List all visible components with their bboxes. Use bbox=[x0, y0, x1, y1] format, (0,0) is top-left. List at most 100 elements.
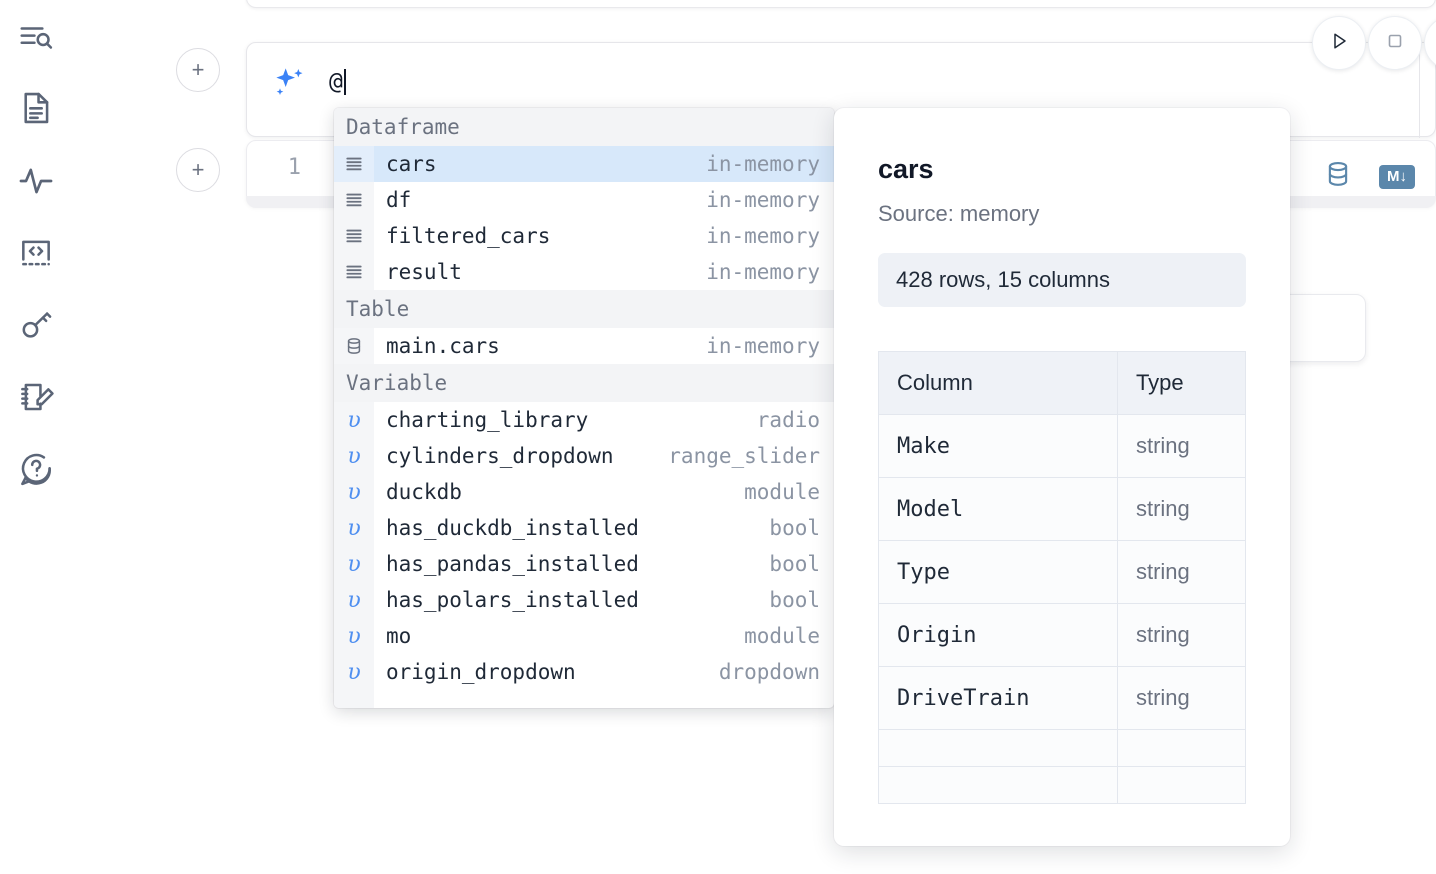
variable-icon: υ bbox=[334, 546, 374, 582]
dataframe-icon bbox=[334, 146, 374, 182]
schema-column-type: string bbox=[1117, 667, 1245, 730]
schema-column-name: Make bbox=[879, 415, 1118, 478]
sidebar-item-scratchpad[interactable] bbox=[12, 373, 60, 421]
autocomplete-item-name: duckdb bbox=[374, 480, 462, 504]
sidebar-item-files[interactable] bbox=[12, 84, 60, 132]
run-button[interactable] bbox=[1312, 16, 1366, 70]
dataframe-icon bbox=[334, 218, 374, 254]
variable-icon: υ bbox=[334, 582, 374, 618]
table-row: Makestring bbox=[879, 415, 1246, 478]
text-caret bbox=[344, 69, 346, 95]
autocomplete-item-meta: in-memory bbox=[706, 152, 820, 176]
preview-title: cars bbox=[878, 154, 1246, 185]
autocomplete-item[interactable]: υhas_duckdb_installedbool bbox=[334, 510, 834, 546]
autocomplete-item-name: has_pandas_installed bbox=[374, 552, 639, 576]
sidebar-item-snippets[interactable] bbox=[12, 229, 60, 277]
sidebar-item-help[interactable] bbox=[12, 445, 60, 493]
table-row: DriveTrainstring bbox=[879, 667, 1246, 730]
autocomplete-item[interactable]: υmo module bbox=[334, 618, 834, 654]
autocomplete-item-name: main.cars bbox=[374, 334, 500, 358]
autocomplete-item-name: mo bbox=[374, 624, 411, 648]
autocomplete-item-meta: dropdown bbox=[719, 660, 820, 684]
preview-source: Source: memory bbox=[878, 201, 1246, 227]
schema-column-name: DriveTrain bbox=[879, 667, 1118, 730]
autocomplete-group-header: Dataframe bbox=[334, 108, 834, 146]
autocomplete-item-meta: bool bbox=[769, 552, 820, 576]
autocomplete-item[interactable]: υhas_polars_installed bool bbox=[334, 582, 834, 618]
autocomplete-item-name: has_duckdb_installed bbox=[374, 516, 639, 540]
table-row: Originstring bbox=[879, 604, 1246, 667]
autocomplete-item-meta: radio bbox=[757, 408, 820, 432]
add-cell-above-button[interactable]: + bbox=[176, 48, 220, 92]
autocomplete-item-meta: range_slider bbox=[668, 444, 820, 468]
toolbar-divider bbox=[1419, 43, 1420, 138]
autocomplete-item-name: filtered_cars bbox=[374, 224, 550, 248]
autocomplete-item-meta: module bbox=[744, 624, 820, 648]
autocomplete-group-header: Variable bbox=[334, 364, 834, 402]
column-header-type: Type bbox=[1117, 352, 1245, 415]
variable-icon: υ bbox=[334, 474, 374, 510]
sidebar-item-secrets[interactable] bbox=[12, 301, 60, 349]
autocomplete-item[interactable]: df in-memory bbox=[334, 182, 834, 218]
scratchpad-edit-icon bbox=[17, 378, 55, 416]
mention-autocomplete-dropdown[interactable]: Dataframecarsin-memorydfin-memoryfiltere… bbox=[334, 108, 834, 708]
autocomplete-item[interactable]: main.cars in-memory bbox=[334, 328, 834, 364]
variable-icon: υ bbox=[334, 618, 374, 654]
cell-toolbar: M↓ bbox=[1323, 159, 1415, 194]
schema-column-type: string bbox=[1117, 604, 1245, 667]
schema-column-name: Model bbox=[879, 478, 1118, 541]
autocomplete-item-meta: bool bbox=[769, 588, 820, 612]
autocomplete-item[interactable]: υorigin_dropdown dropdown bbox=[334, 654, 834, 690]
ai-prompt-value: @ bbox=[329, 69, 343, 95]
file-document-icon bbox=[17, 89, 55, 127]
autocomplete-item[interactable]: cars in-memory bbox=[334, 146, 834, 182]
stop-button[interactable] bbox=[1368, 16, 1422, 70]
autocomplete-item-meta: in-memory bbox=[706, 188, 820, 212]
variable-icon: υ bbox=[334, 654, 374, 690]
sidebar-item-explore[interactable] bbox=[12, 14, 60, 62]
outline-search-icon bbox=[17, 19, 55, 57]
autocomplete-item[interactable]: υhas_pandas_installed bool bbox=[334, 546, 834, 582]
key-icon bbox=[17, 306, 55, 344]
ai-prompt-input[interactable]: @ bbox=[329, 57, 1149, 107]
autocomplete-item-name: charting_library bbox=[374, 408, 588, 432]
stop-icon bbox=[1383, 29, 1407, 58]
sidebar-item-variables[interactable] bbox=[12, 157, 60, 205]
variable-icon: υ bbox=[334, 438, 374, 474]
autocomplete-item[interactable]: υcharting_library radio bbox=[334, 402, 834, 438]
autocomplete-item[interactable]: υduckdb module bbox=[334, 474, 834, 510]
markdown-icon[interactable]: M↓ bbox=[1379, 165, 1415, 189]
table-header-row: Column Type bbox=[879, 352, 1246, 415]
autocomplete-item-meta: in-memory bbox=[706, 334, 820, 358]
database-icon[interactable] bbox=[1323, 159, 1353, 194]
code-brackets-icon bbox=[17, 234, 55, 272]
schema-column-type: string bbox=[1117, 415, 1245, 478]
autocomplete-item-name: df bbox=[374, 188, 411, 212]
autocomplete-item-meta: in-memory bbox=[706, 260, 820, 284]
autocomplete-item-name: cars bbox=[374, 152, 437, 176]
table-row: Modelstring bbox=[879, 478, 1246, 541]
variable-icon: υ bbox=[334, 402, 374, 438]
add-cell-below-button[interactable]: + bbox=[176, 148, 220, 192]
activity-pulse-icon bbox=[17, 162, 55, 200]
autocomplete-item[interactable]: filtered_cars in-memory bbox=[334, 218, 834, 254]
autocomplete-item-name: cylinders_dropdown bbox=[374, 444, 614, 468]
column-header-column: Column bbox=[879, 352, 1118, 415]
autocomplete-item-meta: bool bbox=[769, 516, 820, 540]
line-number: 1 bbox=[267, 155, 301, 180]
table-row bbox=[879, 730, 1246, 767]
autocomplete-item-name: origin_dropdown bbox=[374, 660, 576, 684]
sparkle-icon bbox=[269, 63, 309, 108]
autocomplete-item-meta: module bbox=[744, 480, 820, 504]
schema-column-type: string bbox=[1117, 541, 1245, 604]
table-row bbox=[879, 767, 1246, 804]
autocomplete-group-header: Table bbox=[334, 290, 834, 328]
table-row: Typestring bbox=[879, 541, 1246, 604]
autocomplete-item-meta: in-memory bbox=[706, 224, 820, 248]
dataframe-preview-panel: cars Source: memory 428 rows, 15 columns… bbox=[834, 108, 1290, 846]
autocomplete-item-name: has_polars_installed bbox=[374, 588, 639, 612]
schema-column-name: Type bbox=[879, 541, 1118, 604]
autocomplete-item[interactable]: υcylinders_dropdown range_slider bbox=[334, 438, 834, 474]
autocomplete-item[interactable]: resultin-memory bbox=[334, 254, 834, 290]
